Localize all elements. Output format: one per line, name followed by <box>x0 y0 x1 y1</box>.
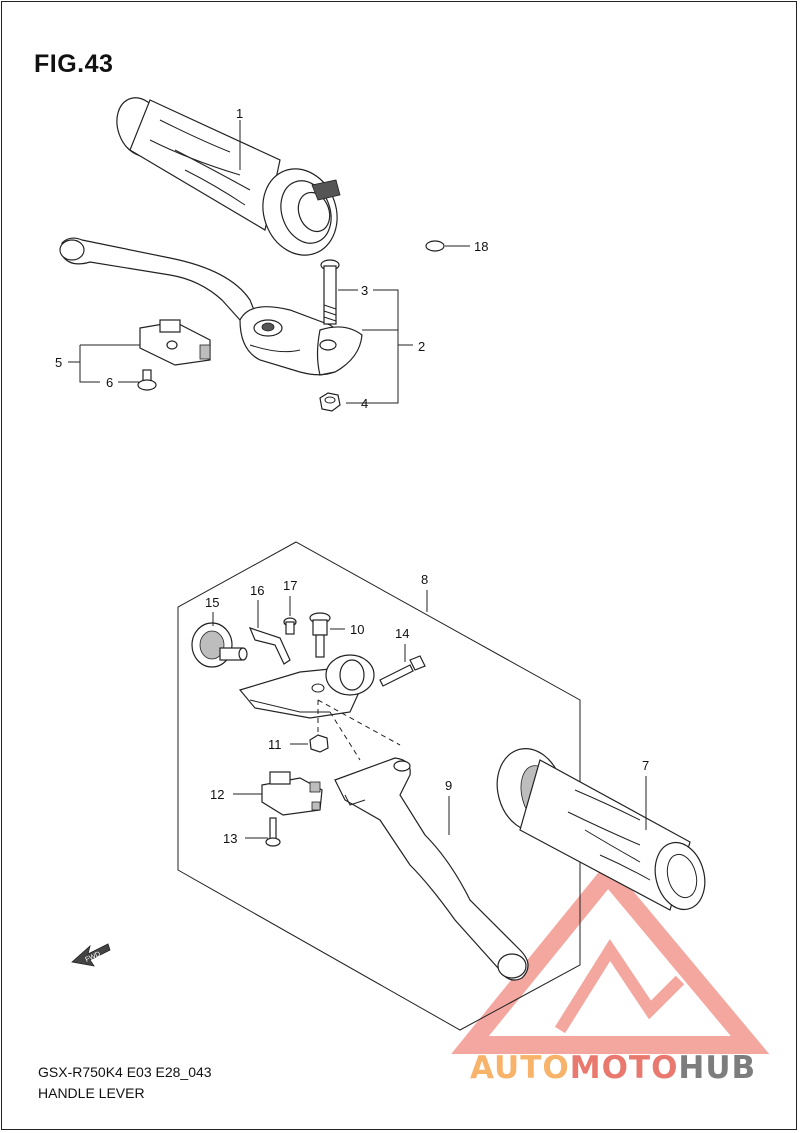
watermark-auto: AUTO <box>470 1050 570 1086</box>
lower-callouts: 8 15 16 17 10 14 11 12 13 9 7 <box>205 572 649 846</box>
callout-16: 16 <box>250 583 264 598</box>
clutch-lever-holder <box>238 654 375 719</box>
assembly-guide-lines <box>317 699 401 761</box>
figure-title: FIG.43 <box>34 50 114 78</box>
throttle-grip-part-1 <box>116 97 341 256</box>
callout-1: 1 <box>236 106 243 121</box>
callout-14: 14 <box>395 626 409 641</box>
callout-7: 7 <box>642 758 649 773</box>
callout-9: 9 <box>445 778 452 793</box>
bolt-part-14 <box>379 655 426 687</box>
clutch-lever-assembly-outline-part-8 <box>177 541 581 1031</box>
fwd-arrow: FWD <box>71 943 111 967</box>
nut-part-4 <box>319 392 341 412</box>
callout-3: 3 <box>361 283 368 298</box>
nut-part-11 <box>309 734 329 753</box>
screw-part-6 <box>137 369 157 391</box>
callout-10: 10 <box>350 622 364 637</box>
bolt-part-10 <box>309 612 331 658</box>
screw-part-13 <box>265 817 281 847</box>
screw-part-17 <box>283 617 297 635</box>
pivot-bolt-part-3 <box>320 259 340 325</box>
callout-8: 8 <box>421 572 428 587</box>
callout-17: 17 <box>283 578 297 593</box>
watermark-hub: HUB <box>678 1050 757 1086</box>
brake-switch-part-5 <box>139 319 211 366</box>
callout-13: 13 <box>223 831 237 846</box>
watermark-moto: MOTO <box>569 1050 679 1086</box>
watermark-text: AUTOMOTOHUB <box>470 1050 756 1086</box>
callout-18: 18 <box>474 239 488 254</box>
front-brake-lever-part-2 <box>59 237 363 376</box>
callout-2: 2 <box>418 339 425 354</box>
callout-5: 5 <box>55 355 62 370</box>
callout-12: 12 <box>210 787 224 802</box>
callout-15: 15 <box>205 595 219 610</box>
clutch-switch-part-12 <box>261 771 323 816</box>
clutch-lever-part-9 <box>334 757 529 981</box>
callout-11: 11 <box>268 737 282 752</box>
clip-part-16 <box>248 627 291 665</box>
part-name: HANDLE LEVER <box>38 1085 145 1101</box>
model-code: GSX-R750K4 E03 E28_043 <box>38 1064 212 1080</box>
watermark-logo <box>451 860 770 1054</box>
callout-6: 6 <box>106 375 113 390</box>
callout-4: 4 <box>361 396 368 411</box>
upper-callouts: 1 18 3 2 4 5 6 <box>55 106 488 411</box>
left-grip-part-7 <box>496 747 706 911</box>
cap-part-18 <box>425 240 445 252</box>
adjuster-part-15 <box>191 622 248 668</box>
